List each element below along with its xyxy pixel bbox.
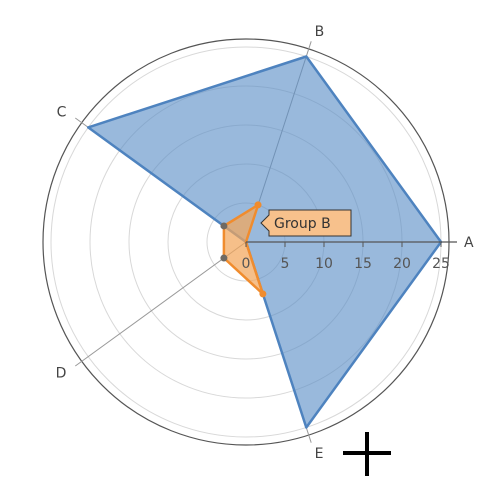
series-2-area xyxy=(222,203,265,296)
axis-layer: A B C D E 0 5 10 15 20 25 xyxy=(56,24,474,462)
radial-tick-label: 0 xyxy=(242,256,251,272)
axis-label-a: A xyxy=(464,235,474,251)
series-2-point xyxy=(259,290,267,298)
axis-label-b: B xyxy=(315,24,325,40)
series-2-point xyxy=(220,222,228,230)
axis-label-e: E xyxy=(315,446,324,462)
tooltip-layer: Group B xyxy=(260,209,352,237)
series-2-point xyxy=(254,201,262,209)
radial-tick-label: 10 xyxy=(315,256,333,272)
radial-tick-label: 5 xyxy=(281,256,290,272)
tooltip-label: Group B xyxy=(274,216,331,232)
axis-label-d: D xyxy=(56,365,67,381)
tooltip-box xyxy=(260,209,352,237)
axis-label-c: C xyxy=(57,105,67,121)
radial-tick-label: 20 xyxy=(393,256,411,272)
crosshair-cursor-icon xyxy=(343,432,391,476)
radial-tick-label: 25 xyxy=(432,256,450,272)
spoke-line xyxy=(75,241,247,367)
radial-tick-label: 15 xyxy=(354,256,372,272)
series-2-point xyxy=(220,254,228,262)
